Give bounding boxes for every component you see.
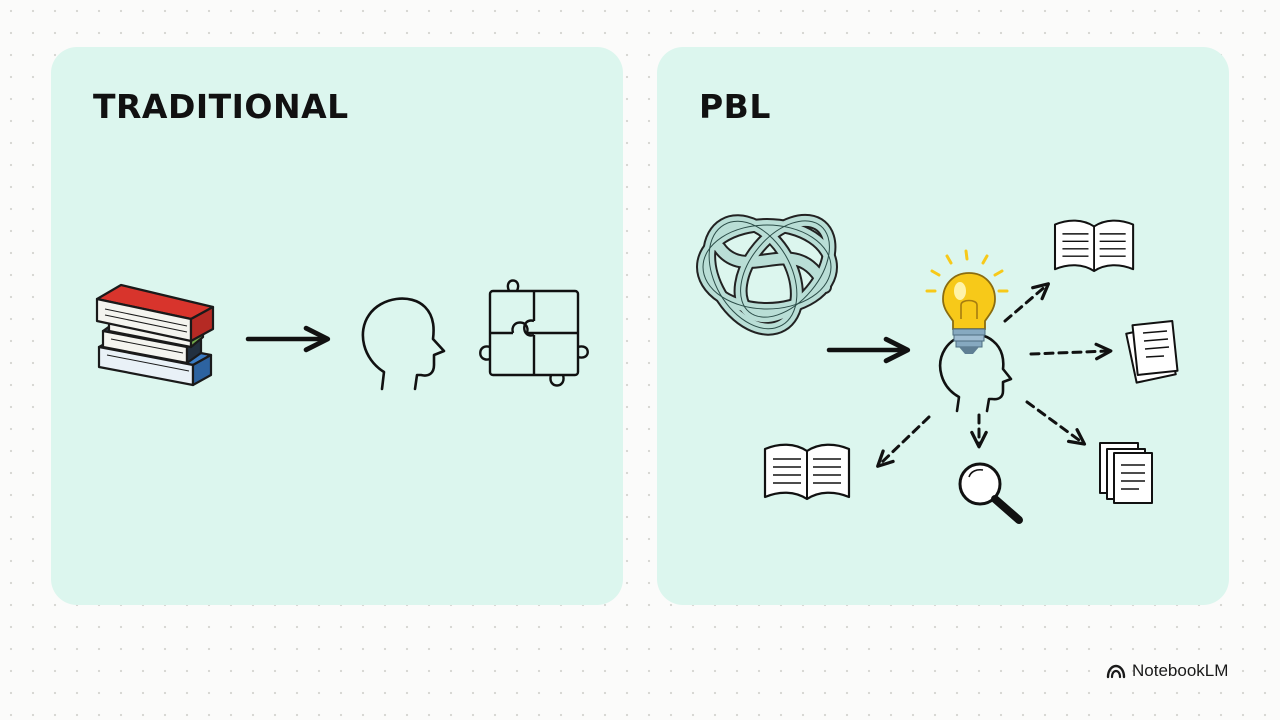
pbl-panel: PBL bbox=[657, 47, 1229, 605]
lightbulb-icon bbox=[925, 249, 1009, 354]
dashed-arrow-lower-right bbox=[1025, 400, 1087, 446]
magnifier-icon bbox=[958, 462, 1023, 524]
head-icon bbox=[938, 332, 1013, 413]
dashed-arrows bbox=[876, 282, 1113, 468]
notebooklm-logo-icon bbox=[1106, 664, 1126, 679]
puzzle-icon bbox=[479, 279, 589, 387]
dashed-arrow-lower-left bbox=[876, 415, 931, 468]
dashed-arrow-top bbox=[1003, 282, 1050, 323]
open-book-icon bbox=[763, 443, 851, 501]
dashed-arrow-right bbox=[1029, 342, 1113, 361]
traditional-diagram bbox=[95, 279, 589, 391]
book-stack-icon bbox=[95, 283, 215, 387]
head-icon bbox=[361, 297, 446, 391]
tangled-knot-icon bbox=[696, 213, 838, 336]
documents-icon bbox=[1125, 320, 1179, 384]
traditional-panel: TRADITIONAL bbox=[51, 47, 623, 605]
pbl-diagram bbox=[696, 213, 1179, 524]
traditional-title: TRADITIONAL bbox=[93, 87, 349, 126]
brand-name: NotebookLM bbox=[1132, 661, 1229, 680]
notebooklm-brand: NotebookLM bbox=[1106, 660, 1228, 682]
open-book-icon bbox=[1053, 219, 1135, 273]
pbl-title: PBL bbox=[699, 87, 771, 126]
documents-icon bbox=[1099, 442, 1153, 504]
